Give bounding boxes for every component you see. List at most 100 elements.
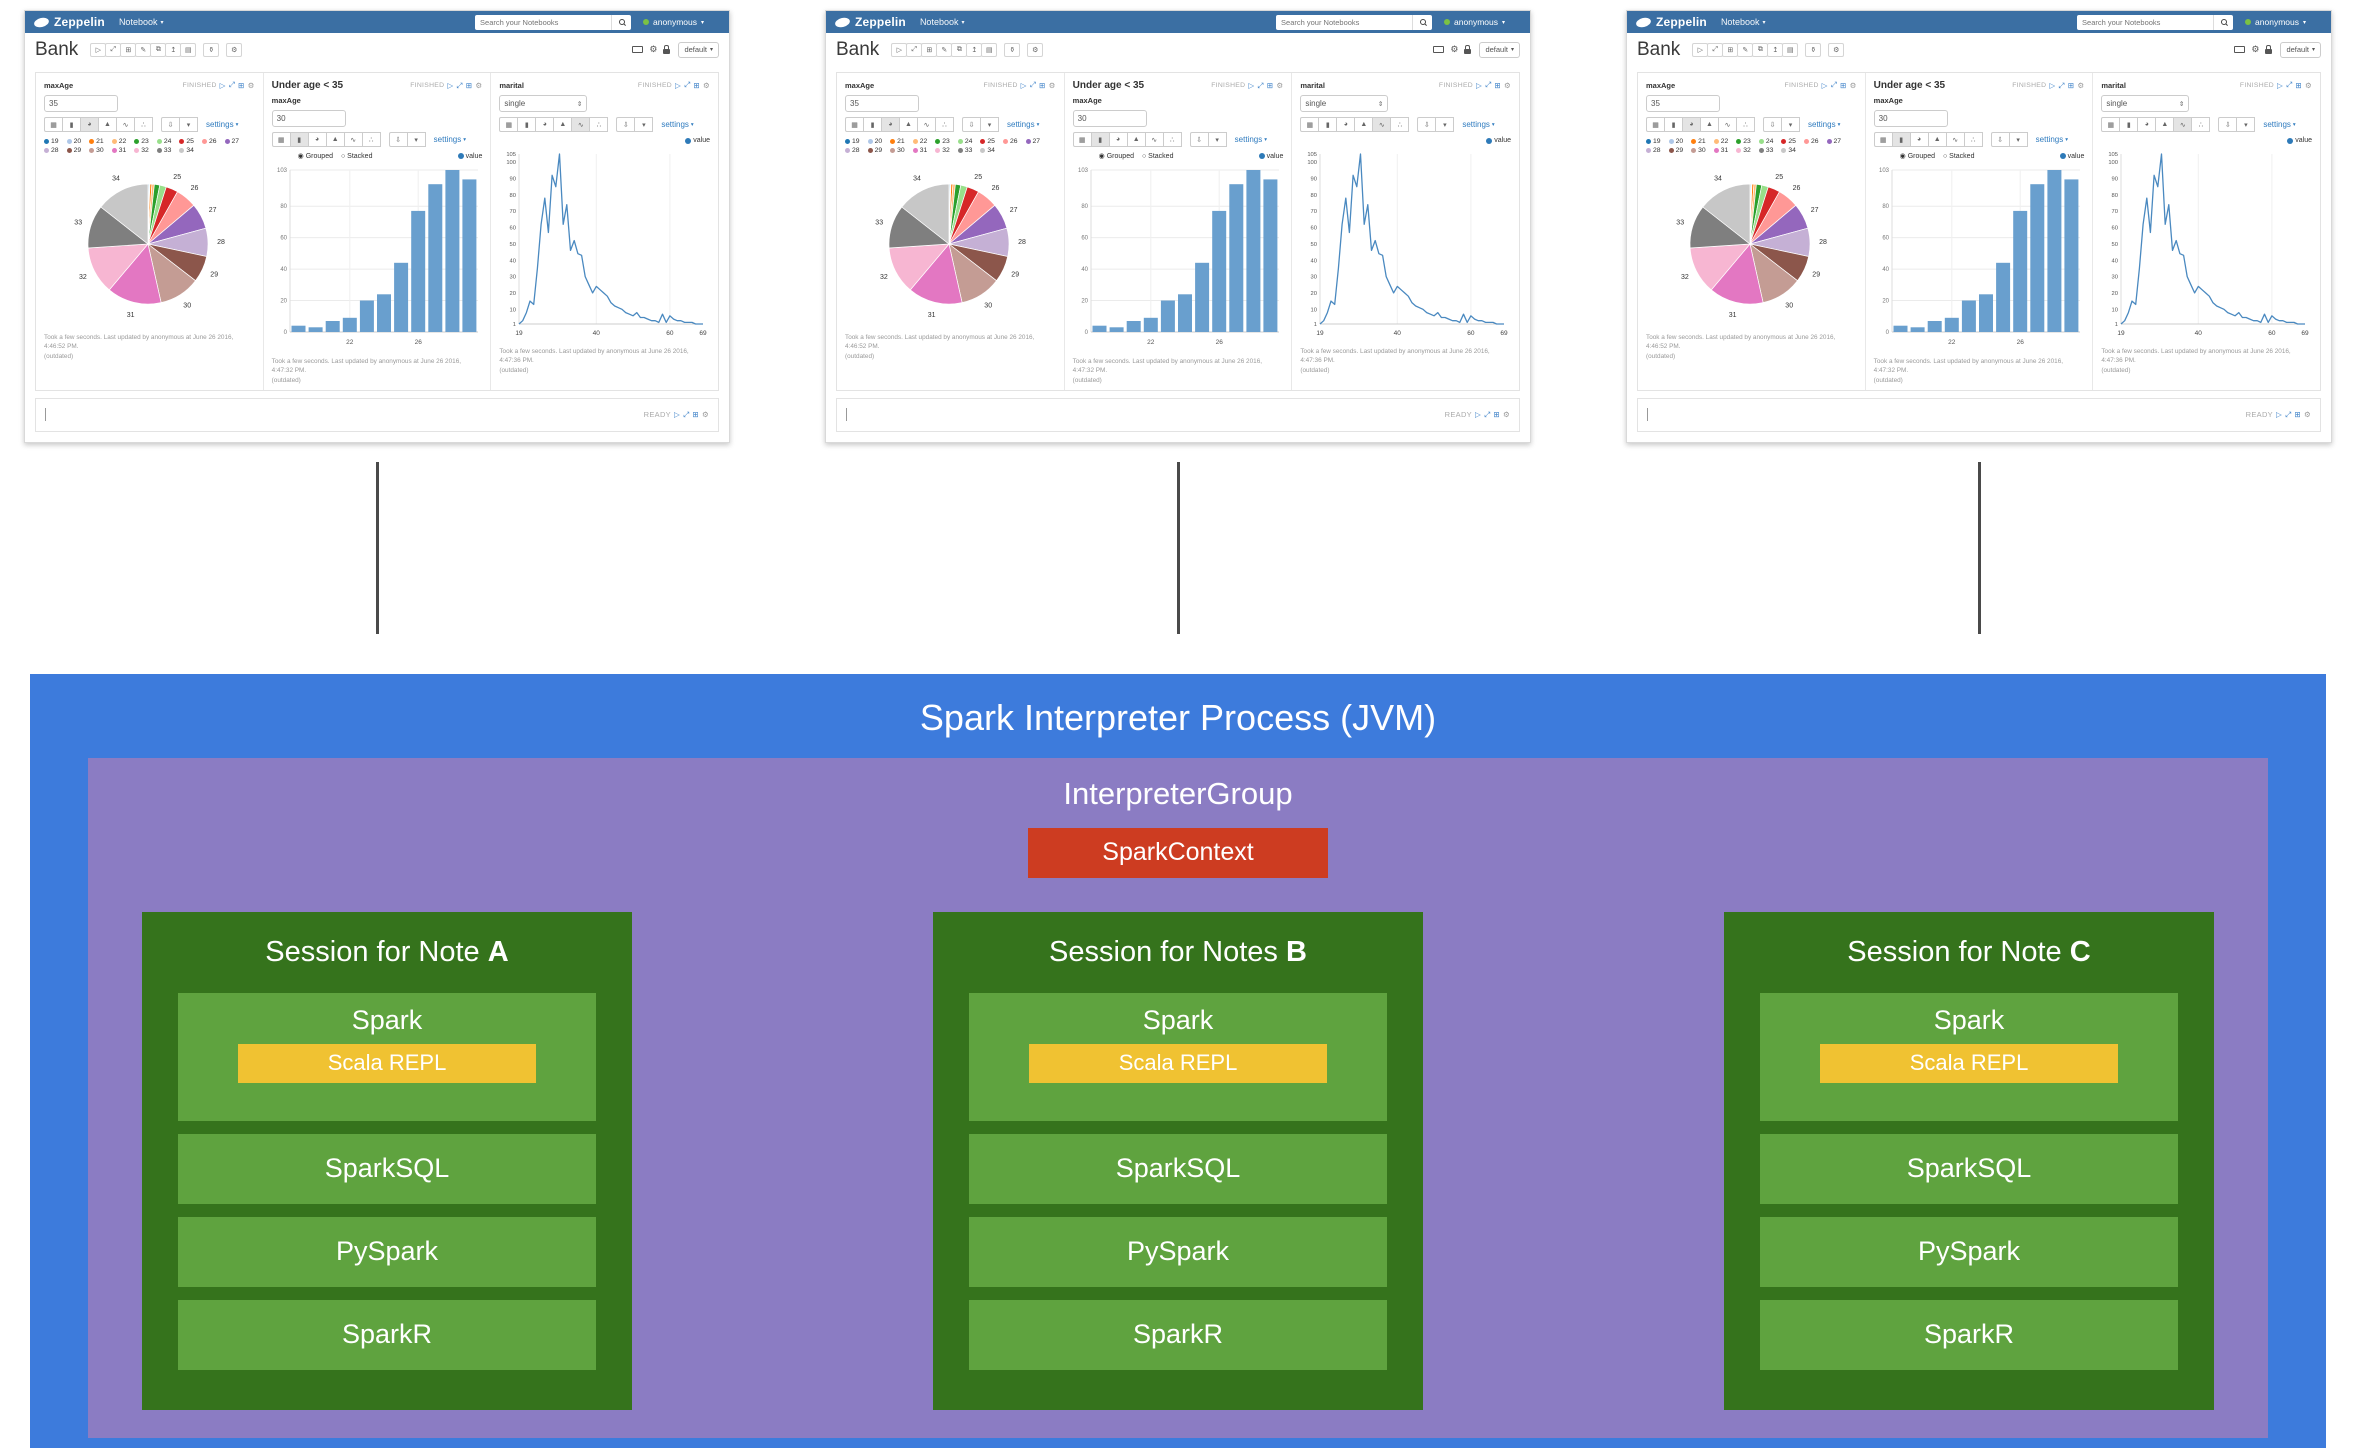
- clear-output-button[interactable]: ✎: [936, 42, 953, 57]
- bar-chart-button[interactable]: ▮: [289, 132, 309, 147]
- area-chart-button[interactable]: ▲: [98, 117, 117, 132]
- interpreter-gear-icon[interactable]: ⚙: [2251, 44, 2260, 54]
- line-chart-button[interactable]: ∿: [1945, 132, 1965, 147]
- legend-item[interactable]: 24: [156, 138, 171, 145]
- expand-icon[interactable]: ⤢: [1485, 80, 1492, 89]
- show-editor-icon[interactable]: ⊞: [1494, 80, 1501, 90]
- expand-icon[interactable]: ⤢: [228, 80, 236, 89]
- table-view-button[interactable]: ▦: [271, 132, 291, 147]
- permissions-lock-icon[interactable]: [663, 45, 671, 54]
- bar-chart-button[interactable]: ▮: [1090, 132, 1110, 147]
- paragraph-gear-icon[interactable]: ⚙: [2304, 80, 2313, 90]
- marital-select[interactable]: single⇕: [1300, 95, 1389, 112]
- series-legend[interactable]: value: [457, 153, 482, 160]
- legend-item[interactable]: 20: [1668, 138, 1683, 145]
- bar-chart-button[interactable]: ▮: [1318, 117, 1338, 132]
- legend-item[interactable]: 33: [1758, 147, 1773, 154]
- interpreter-gear-icon[interactable]: ⚙: [649, 44, 658, 54]
- pie-chart-button[interactable]: ◕: [1336, 117, 1356, 132]
- run-paragraph-icon[interactable]: ▷: [2275, 410, 2283, 420]
- show-editor-icon[interactable]: ⊞: [2294, 410, 2301, 420]
- brand-link[interactable]: Zeppelin: [1656, 15, 1707, 29]
- expand-icon[interactable]: ⤢: [1830, 80, 1838, 89]
- area-chart-button[interactable]: ▲: [899, 117, 918, 132]
- legend-item[interactable]: 28: [845, 147, 860, 154]
- version-button[interactable]: ▤: [180, 42, 197, 57]
- settings-link[interactable]: settings▾: [661, 120, 694, 129]
- legend-item[interactable]: 22: [912, 138, 927, 145]
- settings-link[interactable]: settings▾: [206, 120, 239, 129]
- legend-item[interactable]: 26: [1803, 138, 1819, 145]
- line-chart-button[interactable]: ∿: [571, 117, 591, 132]
- version-button[interactable]: ▤: [981, 42, 998, 57]
- permissions-lock-icon[interactable]: [2265, 45, 2273, 54]
- maxage-input[interactable]: [1072, 110, 1147, 127]
- expand-icon[interactable]: ⤢: [2285, 409, 2292, 419]
- expand-icon[interactable]: ⤢: [456, 80, 463, 90]
- grouped-radio[interactable]: ◉ Grouped: [1899, 153, 1935, 160]
- area-chart-button[interactable]: ▲: [1126, 132, 1146, 147]
- settings-link[interactable]: settings▾: [2035, 135, 2069, 144]
- grouped-radio[interactable]: ◉ Grouped: [297, 153, 333, 160]
- expand-icon[interactable]: ⤢: [2058, 80, 2065, 90]
- show-editor-icon[interactable]: ⊞: [2295, 80, 2302, 90]
- series-legend[interactable]: value: [2287, 137, 2312, 144]
- paragraph-gear-icon[interactable]: ⚙: [702, 80, 711, 90]
- legend-item[interactable]: 28: [1646, 147, 1661, 154]
- note-settings-button[interactable]: ⚙: [1027, 42, 1044, 57]
- run-paragraph-icon[interactable]: ▷: [219, 80, 226, 90]
- settings-link[interactable]: settings▾: [433, 135, 467, 144]
- line-chart-button[interactable]: ∿: [1144, 132, 1164, 147]
- show-editor-icon[interactable]: ⊞: [1039, 80, 1046, 90]
- table-view-button[interactable]: ▦: [1300, 117, 1320, 132]
- search-button[interactable]: [1412, 14, 1433, 30]
- download-icon[interactable]: ⇩: [1417, 117, 1437, 132]
- scatter-chart-button[interactable]: ∴: [2191, 117, 2211, 132]
- series-legend[interactable]: value: [1486, 137, 1511, 144]
- run-paragraph-icon[interactable]: ▷: [1474, 410, 1482, 420]
- pie-chart-button[interactable]: ◕: [535, 117, 555, 132]
- run-paragraph-icon[interactable]: ▷: [447, 81, 454, 90]
- legend-item[interactable]: 29: [867, 147, 882, 154]
- collapse-button[interactable]: ⤢: [105, 42, 122, 57]
- run-all-button[interactable]: ▷: [90, 42, 107, 57]
- legend-item[interactable]: 24: [957, 138, 972, 145]
- paragraph-gear-icon[interactable]: ⚙: [247, 80, 255, 90]
- shortcuts-icon[interactable]: [2234, 46, 2246, 53]
- show-hide-code-button[interactable]: ⊞: [120, 42, 137, 57]
- clone-note-button[interactable]: ⧉: [150, 42, 167, 57]
- area-chart-button[interactable]: ▲: [553, 117, 573, 132]
- run-paragraph-icon[interactable]: ▷: [675, 80, 682, 90]
- legend-item[interactable]: 30: [89, 147, 104, 154]
- show-editor-icon[interactable]: ⊞: [1493, 410, 1500, 420]
- maxage-input[interactable]: [1873, 110, 1948, 127]
- download-icon[interactable]: ⇩: [388, 132, 408, 147]
- download-caret-button[interactable]: ▾: [980, 117, 999, 132]
- download-caret-button[interactable]: ▾: [2008, 132, 2028, 147]
- grouped-radio[interactable]: ◉ Grouped: [1098, 153, 1134, 160]
- legend-item[interactable]: 23: [935, 138, 950, 145]
- series-legend[interactable]: value: [2059, 153, 2084, 160]
- settings-link[interactable]: settings▾: [2263, 120, 2296, 129]
- clone-note-button[interactable]: ⧉: [951, 42, 968, 57]
- line-chart-button[interactable]: ∿: [1372, 117, 1392, 132]
- maxage-input[interactable]: [845, 95, 919, 112]
- legend-item[interactable]: 20: [66, 138, 81, 145]
- download-caret-button[interactable]: ▾: [1207, 132, 1227, 147]
- legend-item[interactable]: 23: [134, 138, 149, 145]
- pie-chart-button[interactable]: ◕: [1108, 132, 1128, 147]
- legend-item[interactable]: 21: [1691, 138, 1706, 145]
- collapse-button[interactable]: ⤢: [906, 42, 923, 57]
- table-view-button[interactable]: ▦: [499, 117, 519, 132]
- settings-link[interactable]: settings▾: [1462, 120, 1495, 129]
- line-chart-button[interactable]: ∿: [116, 117, 135, 132]
- legend-item[interactable]: 30: [1691, 147, 1706, 154]
- legend-item[interactable]: 27: [1025, 138, 1040, 145]
- download-caret-button[interactable]: ▾: [1781, 117, 1800, 132]
- brand-link[interactable]: Zeppelin: [855, 15, 906, 29]
- maxage-input[interactable]: [1646, 95, 1720, 112]
- legend-item[interactable]: 25: [980, 138, 995, 145]
- table-view-button[interactable]: ▦: [44, 117, 63, 132]
- line-chart-button[interactable]: ∿: [917, 117, 936, 132]
- collapse-button[interactable]: ⤢: [1707, 42, 1724, 57]
